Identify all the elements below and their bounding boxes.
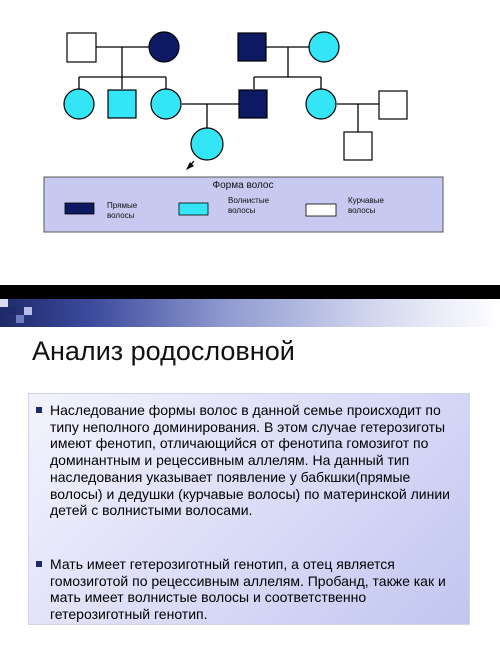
decor-square (16, 315, 24, 323)
legend-label-wavy-line1: Волнистые (228, 196, 270, 205)
paternal-grandfather-straight-square (237, 32, 267, 62)
legend-swatch-straight (64, 202, 95, 215)
mother-wavy-circle (150, 88, 182, 120)
grandfather-curly-square (66, 32, 97, 63)
paternal-grandmother-wavy-circle (308, 31, 340, 63)
legend-box (43, 176, 444, 233)
decor-square (24, 307, 32, 315)
proband-wavy-circle (190, 127, 224, 161)
pedigree-diagram: Форма волос Прямые волосы Волнистые воло… (43, 31, 444, 233)
legend-label-curly-line1: Курчавые (348, 196, 384, 205)
slide-title: Анализ родословной (32, 336, 295, 366)
legend-label-curly-line2: волосы (348, 206, 376, 215)
cousin-curly-square (343, 131, 373, 161)
text-box: Наследование формы волос в данной семье … (28, 393, 470, 625)
maternal-uncle-wavy-square (107, 89, 137, 119)
paragraph-2: Мать имеет гетерозиготный генотип, а оте… (50, 556, 446, 623)
decor-square (0, 299, 8, 307)
proband-arrow-icon (186, 160, 195, 170)
legend: Форма волос Прямые волосы Волнистые воло… (43, 176, 444, 233)
bullet-marker (36, 561, 42, 567)
paternal-aunt-wavy-circle (305, 88, 337, 120)
slide-divider (0, 285, 500, 299)
legend-label-straight-line2: волосы (107, 211, 135, 220)
legend-swatch-wavy (178, 202, 209, 216)
maternal-aunt-wavy-circle (63, 88, 95, 120)
legend-label-wavy-line2: волосы (228, 206, 256, 215)
legend-label-straight-line1: Прямые (107, 201, 138, 210)
legend-title: Форма волос (213, 180, 274, 191)
bullet-marker (36, 407, 42, 413)
father-straight-square (238, 89, 268, 119)
grandmother-straight-circle (148, 31, 180, 63)
pedigree-lines (78, 46, 379, 132)
decor-square (8, 307, 16, 315)
paternal-aunt-spouse-curly-square (378, 90, 408, 120)
paragraph-1: Наследование формы волос в данной семье … (50, 402, 450, 519)
legend-swatch-curly (305, 203, 337, 217)
slide-header-band (0, 299, 500, 327)
